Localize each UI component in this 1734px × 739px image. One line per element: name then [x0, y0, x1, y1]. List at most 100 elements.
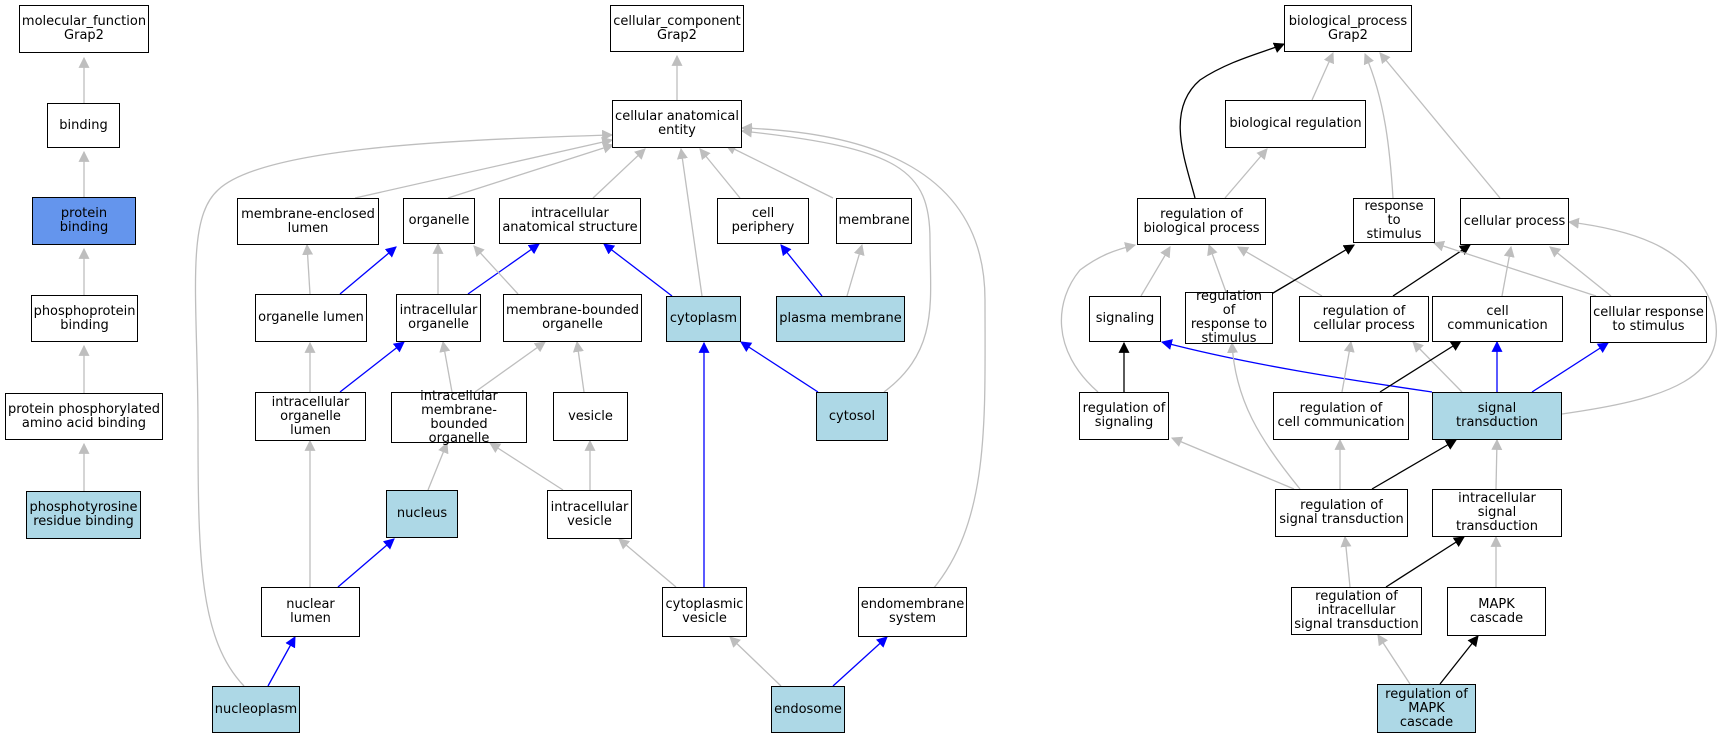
node-endomembrane-system[interactable]: endomembrane system: [858, 587, 967, 637]
edge-cytoplasm-to-ias: [603, 243, 673, 297]
edge-pm-to-cellperiph: [780, 244, 823, 297]
node-regulation-of-signal-transduction[interactable]: regulation of signal transduction: [1275, 489, 1408, 537]
node-cytosol[interactable]: cytosol: [816, 392, 888, 441]
node-protein-binding[interactable]: protein binding: [32, 197, 136, 245]
node-biological-regulation[interactable]: biological regulation: [1225, 100, 1366, 148]
edge-io-to-ias: [467, 243, 540, 295]
node-molecular-function-root[interactable]: molecular_function Grap2: [19, 5, 149, 53]
edge-nucleus-to-imbo: [427, 441, 449, 491]
node-phosphotyrosine-residue-binding[interactable]: phosphotyrosine residue binding: [26, 491, 141, 539]
edge-signaling-to-rbp: [1140, 246, 1171, 297]
edge-vesicle-to-mbo: [572, 340, 585, 393]
edge-rcc-to-rcp: [1341, 340, 1355, 393]
node-protein-phosphorylated-amino-acid-binding[interactable]: protein phosphorylated amino acid bindin…: [5, 393, 163, 440]
node-signal-transduction[interactable]: signal transduction: [1432, 392, 1562, 440]
edge-cc-to-cp: [1501, 245, 1515, 297]
edge-membrane-to-cae: [725, 144, 834, 199]
edge-rst-to-rrs: [1227, 341, 1301, 490]
edge-st-to-cp: [1561, 217, 1717, 415]
node-intracellular-organelle[interactable]: intracellular organelle: [396, 294, 481, 342]
node-cell-periphery[interactable]: cell periphery: [717, 198, 809, 244]
node-cell-communication[interactable]: cell communication: [1432, 296, 1563, 342]
edge-rmapk-to-mapk: [1439, 635, 1479, 685]
edge-cellperiph-to-cae: [699, 148, 741, 199]
edge-orglumen-to-mel: [302, 243, 314, 295]
node-response-to-stimulus[interactable]: response to stimulus: [1353, 198, 1435, 243]
edge-st-to-signaling: [1160, 339, 1433, 393]
node-nucleoplasm[interactable]: nucleoplasm: [212, 686, 300, 733]
edge-rmapk-to-rist: [1377, 634, 1411, 685]
node-mapk-cascade[interactable]: MAPK cascade: [1447, 587, 1546, 636]
edge-bioreg-to-bp: [1311, 51, 1334, 101]
node-regulation-of-mapk-cascade[interactable]: regulation of MAPK cascade: [1377, 684, 1476, 733]
edge-crs-to-rts: [1432, 240, 1597, 297]
node-cellular-anatomical-entity[interactable]: cellular anatomical entity: [612, 100, 742, 148]
node-cellular-component-root[interactable]: cellular_component Grap2: [610, 5, 744, 52]
edge-iol-to-io: [339, 341, 405, 393]
node-intracellular-vesicle[interactable]: intracellular vesicle: [547, 490, 632, 539]
node-vesicle[interactable]: vesicle: [553, 392, 628, 441]
node-cellular-response-to-stimulus[interactable]: cellular response to stimulus: [1590, 296, 1707, 343]
node-intracellular-membrane-bounded-organelle[interactable]: intracellular membrane-bounded organelle: [391, 389, 527, 445]
edge-pm-to-membrane: [846, 243, 865, 297]
node-cellular-process[interactable]: cellular process: [1460, 198, 1569, 245]
node-regulation-of-biological-process[interactable]: regulation of biological process: [1137, 198, 1266, 245]
edge-imbo-to-mbo: [474, 341, 546, 393]
node-endosome[interactable]: endosome: [771, 686, 845, 733]
edge-rist-to-rst: [1340, 535, 1352, 588]
edge-rist-to-ist: [1385, 536, 1465, 588]
node-membrane-bounded-organelle[interactable]: membrane-bounded organelle: [503, 294, 642, 342]
node-organelle-lumen[interactable]: organelle lumen: [255, 294, 367, 342]
edge-ist-to-st: [1491, 438, 1503, 490]
edge-rcp-to-rbp: [1237, 246, 1323, 297]
edge-rrs-to-rbp: [1207, 243, 1227, 293]
node-biological-process-root[interactable]: biological_process Grap2: [1284, 5, 1412, 52]
edge-rcp-to-cp: [1392, 244, 1471, 297]
node-nucleus[interactable]: nucleus: [386, 490, 458, 538]
node-regulation-of-signaling[interactable]: regulation of signaling: [1079, 392, 1169, 440]
edge-rcc-to-cc: [1379, 340, 1462, 393]
edge-endosome-to-cytovesicle: [729, 636, 782, 687]
node-signaling[interactable]: signaling: [1089, 296, 1161, 342]
node-membrane[interactable]: membrane: [836, 198, 912, 244]
node-regulation-of-intracellular-signal-transduction[interactable]: regulation of intracellular signal trans…: [1291, 587, 1422, 635]
edge-endomembrane-to-cae: [740, 122, 986, 590]
node-cytoplasm[interactable]: cytoplasm: [666, 296, 741, 342]
node-intracellular-organelle-lumen[interactable]: intracellular organelle lumen: [255, 392, 366, 441]
edge-cytosol-to-cytoplasm: [740, 341, 819, 393]
edge-regsig-to-rbp: [1060, 242, 1137, 393]
edge-cytoplasm-to-cae: [676, 147, 703, 297]
node-nuclear-lumen[interactable]: nuclear lumen: [261, 587, 360, 637]
node-plasma-membrane[interactable]: plasma membrane: [776, 296, 905, 342]
node-membrane-enclosed-lumen[interactable]: membrane-enclosed lumen: [237, 198, 379, 245]
node-regulation-of-response-to-stimulus[interactable]: regulation of response to stimulus: [1185, 290, 1273, 346]
edge-mel-to-cae: [354, 136, 614, 199]
node-intracellular-anatomical-structure[interactable]: intracellular anatomical structure: [499, 198, 641, 244]
edge-rrs-to-rts: [1267, 244, 1355, 297]
node-cytoplasmic-vesicle[interactable]: cytoplasmic vesicle: [662, 587, 747, 637]
node-phosphoprotein-binding[interactable]: phosphoprotein binding: [31, 295, 138, 342]
edge-nucleoplasm-to-nuclearlumen: [267, 636, 296, 687]
edge-rts-to-bp: [1363, 52, 1394, 199]
edge-crs-to-cp: [1549, 246, 1612, 297]
edge-orglumen-to-organelle: [339, 246, 397, 295]
node-intracellular-signal-transduction[interactable]: intracellular signal transduction: [1432, 489, 1562, 537]
edge-endosome-to-endomembrane: [832, 636, 888, 687]
edge-ias-to-cae: [592, 148, 646, 199]
edge-mbo-to-organelle: [473, 245, 519, 295]
node-regulation-of-cellular-process[interactable]: regulation of cellular process: [1299, 296, 1429, 342]
edge-rst-to-regsig: [1170, 436, 1295, 490]
edge-rbp-to-bioreg: [1224, 148, 1268, 199]
node-organelle[interactable]: organelle: [403, 198, 475, 244]
edge-rst-to-st: [1371, 439, 1457, 490]
edge-cytosol-to-cae: [740, 126, 932, 393]
edge-st-to-crs: [1531, 342, 1609, 393]
edge-cytovesicle-to-ivesicle: [618, 538, 677, 588]
node-regulation-of-cell-communication[interactable]: regulation of cell communication: [1273, 392, 1409, 440]
edge-st-to-rcp: [1412, 341, 1463, 393]
node-binding[interactable]: binding: [47, 103, 120, 148]
edge-rbp-to-bp: [1179, 42, 1286, 199]
edge-nucleoplasm-to-cae: [194, 129, 614, 687]
